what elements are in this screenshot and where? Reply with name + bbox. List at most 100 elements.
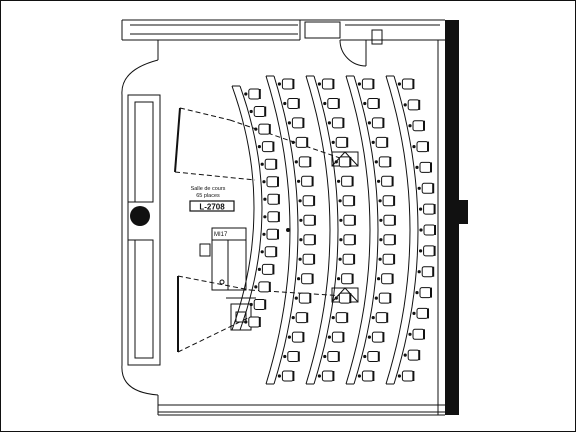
chair [262, 228, 279, 240]
chair [262, 176, 279, 188]
chair [371, 136, 389, 148]
right-wall [445, 20, 459, 415]
top-wall [121, 19, 445, 41]
chair [378, 195, 396, 207]
desk-strip [345, 75, 379, 385]
chair [415, 161, 432, 173]
chair [249, 106, 267, 117]
chair [257, 263, 275, 275]
chair [374, 156, 392, 168]
chair [287, 331, 305, 343]
chair [277, 370, 295, 382]
room-label: Salle de cours 65 places L-2708 [189, 186, 235, 212]
desk-strip [305, 75, 339, 385]
chair [367, 117, 385, 129]
chair [338, 195, 356, 207]
bottom-wall [157, 395, 445, 416]
chair [377, 175, 394, 187]
chair [374, 292, 392, 304]
chair [412, 307, 429, 319]
chair [363, 351, 380, 362]
mic-point [286, 228, 290, 232]
chair [277, 78, 295, 90]
chair [299, 214, 316, 226]
chair [334, 292, 352, 304]
chair [339, 214, 356, 226]
chair [419, 224, 436, 236]
lectern [199, 227, 247, 291]
chair [294, 156, 312, 168]
desk-strip [385, 75, 419, 385]
seat-row-2 [265, 75, 316, 385]
chair [249, 299, 267, 310]
chair [244, 316, 261, 328]
chair [357, 370, 375, 382]
chair [283, 351, 300, 362]
chair [331, 312, 349, 324]
chair [244, 88, 261, 100]
room-capacity: 65 places [196, 193, 220, 199]
seat-row-1 [231, 85, 280, 331]
chair [378, 253, 396, 265]
chair [408, 328, 425, 340]
chair [260, 158, 278, 170]
chair [327, 331, 345, 343]
chair [254, 123, 271, 135]
chair [397, 78, 415, 90]
chair [287, 117, 305, 129]
left-wall [121, 40, 161, 396]
top-door [339, 29, 383, 67]
chair [367, 331, 385, 343]
room-number: L-2708 [199, 203, 225, 212]
seat-row-5 [385, 75, 436, 385]
seating-area [231, 75, 436, 385]
chair [415, 287, 432, 299]
chair [317, 370, 335, 382]
chair [419, 203, 436, 215]
chair [412, 141, 429, 153]
chair [338, 253, 356, 265]
chair [417, 266, 435, 278]
chair [334, 156, 352, 168]
seat-row-3 [305, 75, 356, 385]
right-wall-notch [458, 200, 468, 224]
seat-row-4 [345, 75, 396, 385]
chair [254, 281, 271, 293]
desk-strip [231, 85, 263, 331]
chair [294, 292, 312, 304]
chair [291, 312, 309, 324]
chair [419, 245, 436, 257]
projection-lines [174, 107, 346, 353]
chair [403, 349, 421, 361]
chair [417, 182, 435, 194]
chair [297, 175, 314, 187]
chair [323, 98, 340, 109]
chair [298, 253, 316, 265]
chair [371, 312, 389, 324]
chair [323, 351, 340, 362]
chair [377, 273, 394, 285]
chair [337, 175, 354, 187]
room-number-box [189, 200, 235, 212]
chair [339, 234, 356, 246]
chair [357, 78, 375, 90]
chair [260, 246, 278, 258]
chair [408, 120, 425, 132]
chair [379, 234, 396, 246]
projection-screen-top [174, 107, 181, 173]
chair [257, 141, 275, 153]
chair [263, 193, 280, 205]
chair [317, 78, 335, 90]
chair [291, 136, 309, 148]
chair [263, 211, 280, 223]
chair [397, 370, 415, 382]
chair [331, 136, 349, 148]
chair [379, 214, 396, 226]
chair [298, 195, 316, 207]
chair [299, 234, 316, 246]
chair [403, 99, 421, 111]
equipment-label: MI17 [214, 232, 228, 238]
pillar-column [130, 206, 150, 226]
